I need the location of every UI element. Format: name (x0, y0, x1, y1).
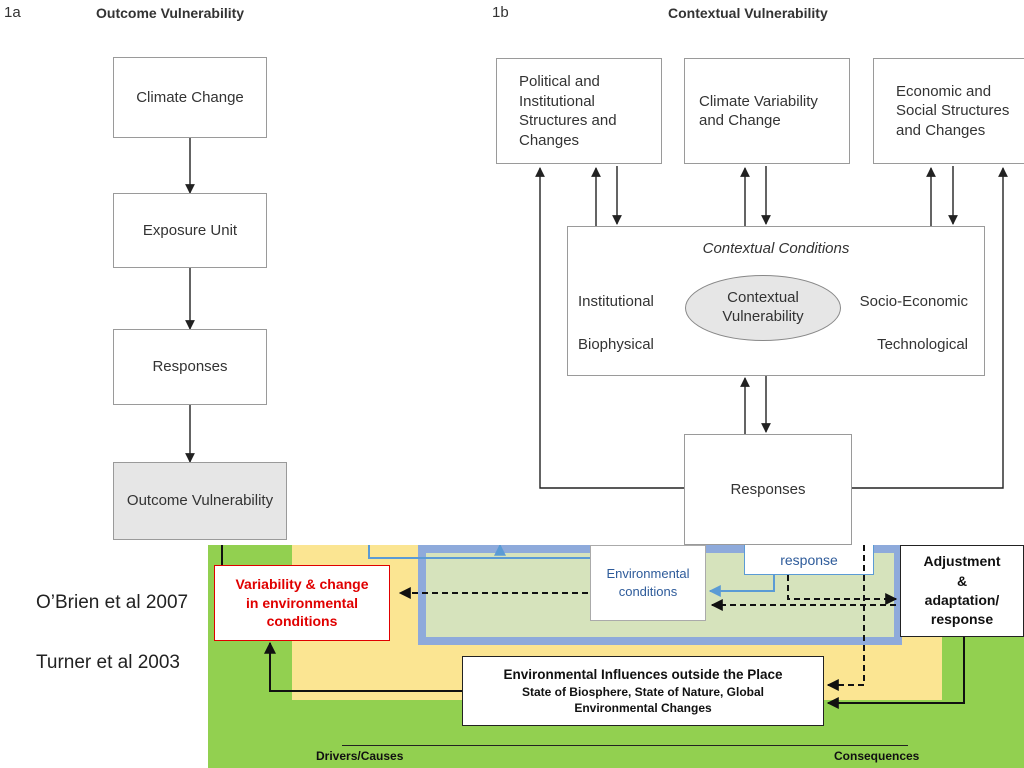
economic-social-box: Economic and Social Structures and Chang… (873, 58, 1024, 164)
variability-line-1: Variability & change (235, 575, 369, 592)
outcome-vulnerability-label: Outcome Vulnerability (126, 492, 274, 510)
env-conditions-line-1: Environmental (606, 566, 690, 582)
political-line-1: Political and (519, 73, 600, 90)
citation-turner: Turner et al 2003 (36, 652, 180, 673)
political-line-3: Structures and (519, 112, 617, 129)
ellipse-line-2: Vulnerability (722, 308, 804, 325)
contextual-conditions-title: Contextual Conditions (702, 240, 850, 257)
responses-label-1b: Responses (730, 480, 806, 498)
panel-label-1a: 1a (4, 4, 21, 21)
adjustment-line-3: adaptation/ (924, 592, 1000, 608)
variability-line-2: in environmental (245, 594, 359, 611)
env-influences-sub-2: Environmental Changes (574, 701, 712, 716)
env-influences-title: Environmental Influences outside the Pla… (503, 666, 783, 682)
panel-label-1b: 1b (492, 4, 509, 21)
socio-economic-label: Socio-Economic (859, 293, 968, 310)
contextual-conditions-box: Contextual Conditions Institutional Biop… (567, 226, 985, 376)
contextual-vulnerability-ellipse: Contextual Vulnerability (685, 275, 841, 341)
drivers-consequences-axis (342, 745, 908, 746)
responses-label-1a: Responses (152, 358, 228, 376)
variability-change-box: Variability & change in environmental co… (214, 565, 390, 641)
climate-variability-box: Climate Variability and Change (684, 58, 850, 164)
political-line-2: Institutional (519, 92, 595, 110)
ellipse-line-1: Contextual (727, 289, 799, 307)
response-partial-label: response (780, 551, 838, 568)
environmental-conditions-box: Environmental conditions (590, 545, 706, 621)
exposure-unit-label: Exposure Unit (142, 221, 238, 239)
bottom-diagram-connectors (221, 545, 965, 709)
exposure-unit-box: Exposure Unit (113, 193, 267, 268)
outcome-vulnerability-box: Outcome Vulnerability (113, 462, 287, 540)
climate-variability-line-1: Climate Variability (699, 92, 818, 110)
climate-change-label: Climate Change (136, 88, 244, 106)
political-structures-box: Political and Institutional Structures a… (496, 58, 662, 164)
turner-diagram: Environmental conditions response Adjust… (208, 545, 1024, 768)
variability-line-3: conditions (266, 613, 338, 630)
env-conditions-line-2: conditions (618, 584, 678, 599)
panel-title-1b: Contextual Vulnerability (668, 5, 828, 21)
top-diagram-connectors (185, 138, 1008, 489)
adjustment-line-1: Adjustment (923, 553, 1001, 570)
political-line-4: Changes (519, 131, 580, 149)
response-partial-box: response (744, 545, 874, 575)
env-influences-sub-1: State of Biosphere, State of Nature, Glo… (521, 684, 765, 699)
biophysical-label: Biophysical (578, 336, 654, 353)
economic-line-2: Social Structures (896, 102, 1010, 120)
institutional-label: Institutional (578, 293, 654, 310)
consequences-label: Consequences (834, 749, 920, 763)
adjustment-line-2: & (956, 572, 968, 589)
adjustment-line-4: response (930, 611, 994, 628)
technological-label: Technological (877, 336, 968, 353)
panel-title-1a: Outcome Vulnerability (96, 5, 245, 21)
economic-line-3: and Changes (896, 121, 986, 139)
environmental-influences-box: Environmental Influences outside the Pla… (462, 656, 824, 726)
economic-line-1: Economic and (896, 82, 992, 100)
climate-variability-line-2: and Change (699, 112, 781, 129)
climate-change-box: Climate Change (113, 57, 267, 138)
citation-obrien: O’Brien et al 2007 (36, 592, 189, 613)
responses-box-1b: Responses (684, 434, 852, 545)
inner-blue-connector (368, 545, 594, 559)
drivers-causes-label: Drivers/Causes (316, 749, 404, 763)
responses-box-1a: Responses (113, 329, 267, 405)
